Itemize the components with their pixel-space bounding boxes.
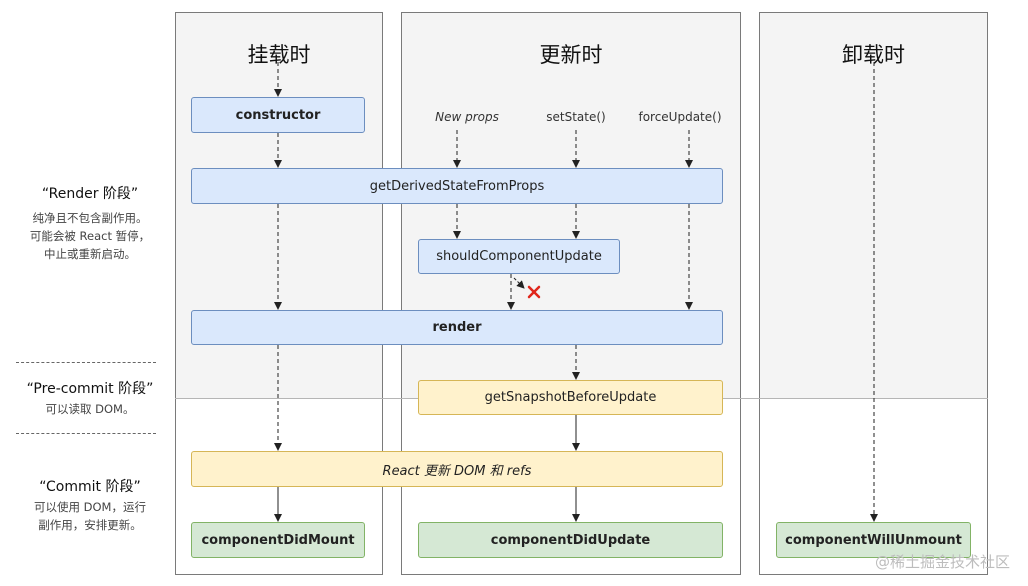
render-phase-desc-line: 中止或重新启动。: [44, 247, 136, 261]
component-did-update-box: componentDidUpdate: [418, 522, 723, 558]
phase-divider: [16, 433, 156, 434]
trigger-set-state: setState(): [546, 110, 606, 124]
should-component-update-box: shouldComponentUpdate: [418, 239, 620, 274]
cancel-x-icon: [527, 285, 541, 299]
commit-phase-desc-line: 副作用，安排更新。: [38, 518, 142, 532]
precommit-phase-desc-line: 可以读取 DOM。: [45, 402, 135, 416]
render-box: render: [191, 310, 723, 345]
render-phase-desc-line: 可能会被 React 暂停，: [29, 229, 151, 243]
component-did-mount-box: componentDidMount: [191, 522, 365, 558]
render-phase-desc: 纯净且不包含副作用。 可能会被 React 暂停， 中止或重新启动。: [10, 209, 170, 263]
get-derived-state-box: getDerivedStateFromProps: [191, 168, 723, 204]
render-phase-label: “Render 阶段” 纯净且不包含副作用。 可能会被 React 暂停， 中止…: [10, 183, 170, 263]
phase-divider: [16, 362, 156, 363]
precommit-phase-desc: 可以读取 DOM。: [10, 400, 170, 418]
render-phase-title: “Render 阶段”: [41, 186, 139, 202]
component-will-unmount-box: componentWillUnmount: [776, 522, 971, 558]
mount-column-title: 挂载时: [247, 43, 311, 67]
trigger-force-update: forceUpdate(): [638, 110, 722, 124]
react-update-dom-box: React 更新 DOM 和 refs: [191, 451, 723, 487]
arrow-should-cancel: [513, 277, 525, 289]
precommit-phase-label: “Pre-commit 阶段” 可以读取 DOM。: [10, 378, 170, 418]
get-snapshot-box: getSnapshotBeforeUpdate: [418, 380, 723, 415]
watermark: @稀土掘金技术社区: [874, 553, 1010, 571]
commit-phase-title: “Commit 阶段”: [39, 479, 141, 495]
render-phase-desc-line: 纯净且不包含副作用。: [32, 211, 148, 225]
trigger-new-props: New props: [435, 110, 499, 124]
constructor-box: constructor: [191, 97, 365, 133]
commit-phase-desc: 可以使用 DOM，运行 副作用，安排更新。: [10, 498, 170, 534]
precommit-phase-title: “Pre-commit 阶段”: [26, 381, 154, 397]
commit-phase-desc-line: 可以使用 DOM，运行: [34, 500, 146, 514]
commit-phase-label: “Commit 阶段” 可以使用 DOM，运行 副作用，安排更新。: [10, 476, 170, 534]
update-column-title: 更新时: [539, 43, 603, 67]
